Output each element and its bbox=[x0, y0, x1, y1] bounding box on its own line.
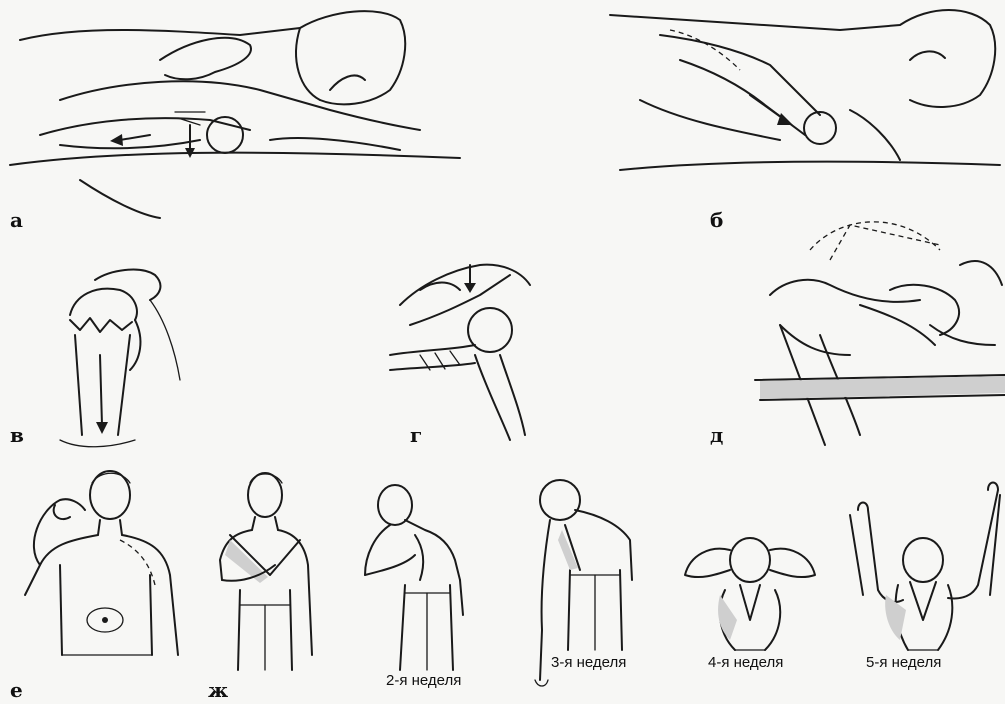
exercise-week-5 bbox=[849, 481, 1001, 651]
stage-week5-drawing bbox=[838, 470, 1005, 660]
stage-label-week4: 4-я неделя bbox=[708, 654, 784, 671]
figure-with-sling bbox=[219, 472, 313, 671]
panel-b-drawing bbox=[600, 0, 1005, 230]
exercise-week-2 bbox=[364, 484, 464, 671]
panel-label-g: г bbox=[410, 423, 423, 447]
figure-hand-behind-head bbox=[24, 470, 179, 656]
manual-reduction-hands bbox=[389, 263, 531, 441]
supine-reduction-illustration-a bbox=[9, 10, 461, 219]
stage-week2-drawing bbox=[345, 475, 495, 675]
panel-label-a: а bbox=[10, 208, 23, 232]
panel-label-e: е bbox=[10, 678, 23, 702]
stage-week3-drawing bbox=[520, 470, 655, 695]
panel-label-d: д bbox=[710, 423, 724, 447]
panel-label-v: в bbox=[10, 423, 24, 447]
humerus-fracture-diagram bbox=[59, 268, 181, 448]
panel-v-drawing bbox=[40, 260, 190, 450]
stage-label-week2: 2-я неделя bbox=[386, 672, 462, 689]
stage-label-week3: 3-я неделя bbox=[551, 654, 627, 671]
supine-reduction-illustration-b bbox=[609, 9, 1001, 171]
panel-e-drawing bbox=[0, 465, 185, 665]
abduction-reduction-illustration bbox=[754, 221, 1005, 446]
panel-label-b: б bbox=[710, 208, 724, 232]
panel-label-zh: ж bbox=[208, 678, 229, 702]
exercise-week-4 bbox=[684, 537, 816, 651]
panel-g-drawing bbox=[380, 245, 550, 445]
panel-zh-drawing bbox=[200, 465, 335, 675]
exercise-week-3 bbox=[534, 479, 633, 687]
stage-label-week5: 5-я неделя bbox=[866, 654, 942, 671]
panel-a-drawing bbox=[0, 0, 470, 230]
panel-d-drawing bbox=[740, 205, 1005, 460]
stage-week4-drawing bbox=[665, 520, 830, 660]
